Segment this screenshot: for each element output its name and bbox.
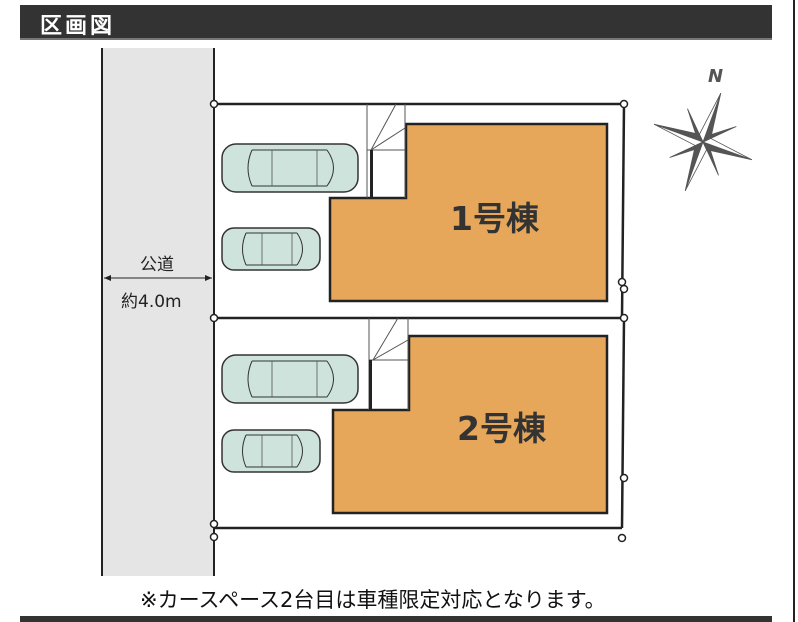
car-4 <box>221 429 321 473</box>
section-header: 区画図 <box>20 5 772 40</box>
compass-rose-icon <box>653 92 753 192</box>
building-2 <box>331 334 609 515</box>
building-1-label: 1号棟 <box>450 199 539 238</box>
road-width-label: 約4.0m <box>121 292 182 312</box>
building-2-label: 2号棟 <box>457 409 546 448</box>
footer-bar <box>20 616 772 622</box>
building-1 <box>328 122 609 303</box>
section-title: 区画図 <box>40 14 116 39</box>
parking-note: ※カースペース2台目は車種限定対応となります。 <box>140 588 606 612</box>
car-2 <box>221 227 321 271</box>
car-1 <box>221 143 359 193</box>
boundary-markers <box>209 99 629 543</box>
page-edge <box>793 0 798 622</box>
lot-boundaries <box>214 102 626 530</box>
stairs-2 <box>368 317 409 410</box>
road-label: 公道 <box>140 255 174 275</box>
road <box>102 48 214 576</box>
stairs-1 <box>366 103 406 198</box>
car-3 <box>221 354 359 404</box>
compass-north-label: N <box>708 66 724 87</box>
